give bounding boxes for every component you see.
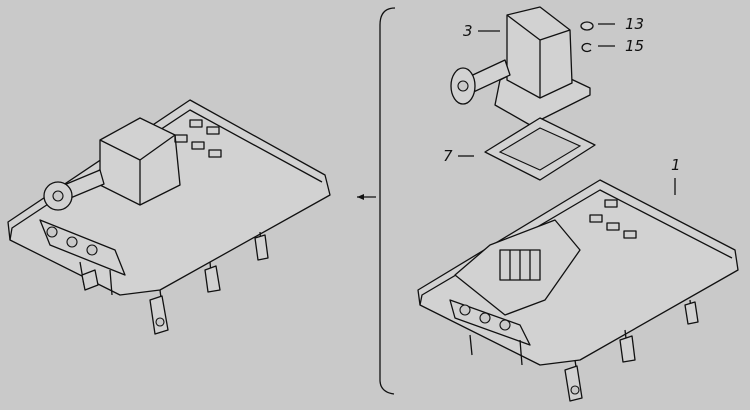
callout-1: 1 xyxy=(671,156,681,174)
callout-13: 13 xyxy=(625,15,645,33)
leader-lines xyxy=(458,23,676,195)
callout-7: 7 xyxy=(443,147,453,165)
part-13-nut xyxy=(580,21,594,31)
callout-3: 3 xyxy=(463,22,473,40)
callout-15: 15 xyxy=(625,37,645,55)
part-3-cover-housing xyxy=(450,6,591,126)
part-15-washer xyxy=(581,42,592,53)
part-7-gasket xyxy=(484,117,596,181)
part-1-cover-plate xyxy=(417,179,739,402)
assembled-cover-left xyxy=(7,99,331,335)
group-bracket xyxy=(379,7,396,395)
